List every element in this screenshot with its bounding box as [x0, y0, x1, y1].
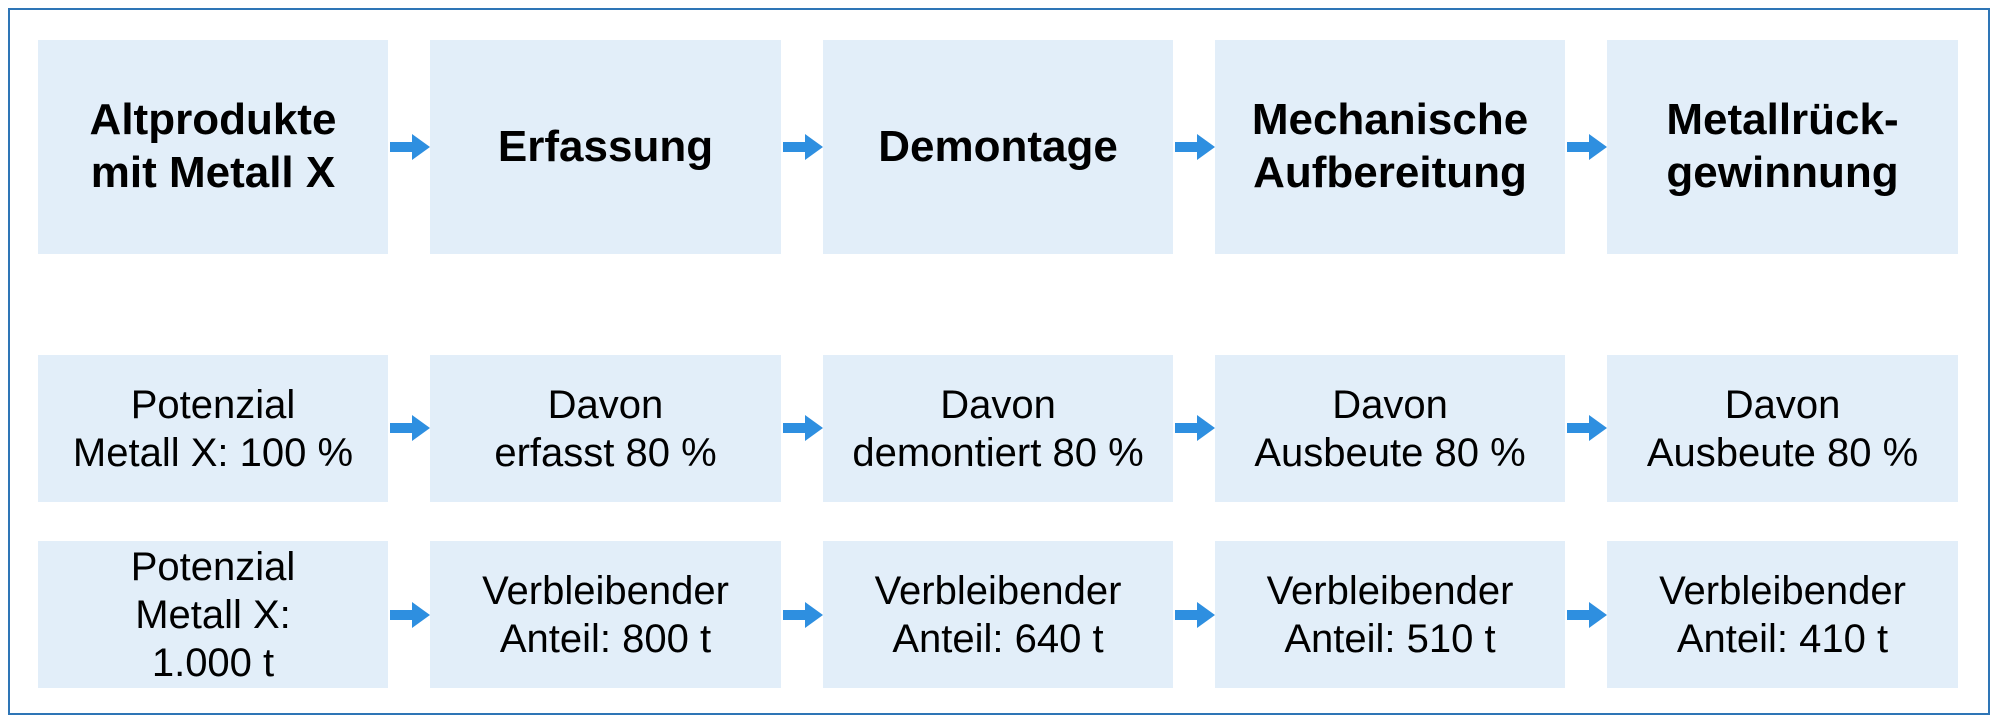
arrow-right-icon: [1565, 413, 1609, 443]
arrow-right-icon: [1173, 132, 1217, 162]
percent-ausbeute-rueckgewinnung: Davon Ausbeute 80 %: [1607, 355, 1958, 502]
percent-demontiert: Davon demontiert 80 %: [823, 355, 1173, 502]
amount-aufbereitung: Verbleibender Anteil: 510 t: [1215, 541, 1565, 688]
step-mechanische-aufbereitung: Mechanische Aufbereitung: [1215, 40, 1565, 254]
amount-erfassung: Verbleibender Anteil: 800 t: [430, 541, 781, 688]
arrow-right-icon: [1565, 600, 1609, 630]
arrow-right-icon: [1173, 413, 1217, 443]
arrow-right-icon: [388, 413, 432, 443]
arrow-right-icon: [781, 132, 825, 162]
percent-ausbeute-aufbereitung: Davon Ausbeute 80 %: [1215, 355, 1565, 502]
step-altprodukte: Altprodukte mit Metall X: [38, 40, 388, 254]
amount-potenzial: Potenzial Metall X: 1.000 t: [38, 541, 388, 688]
step-demontage: Demontage: [823, 40, 1173, 254]
step-metallrueckgewinnung: Metallrück- gewinnung: [1607, 40, 1958, 254]
step-erfassung: Erfassung: [430, 40, 781, 254]
percent-potenzial: Potenzial Metall X: 100 %: [38, 355, 388, 502]
arrow-right-icon: [1565, 132, 1609, 162]
arrow-right-icon: [388, 132, 432, 162]
arrow-right-icon: [781, 600, 825, 630]
amount-rueckgewinnung: Verbleibender Anteil: 410 t: [1607, 541, 1958, 688]
arrow-right-icon: [781, 413, 825, 443]
percent-erfasst: Davon erfasst 80 %: [430, 355, 781, 502]
arrow-right-icon: [1173, 600, 1217, 630]
amount-demontage: Verbleibender Anteil: 640 t: [823, 541, 1173, 688]
diagram-frame: [8, 8, 1990, 715]
arrow-right-icon: [388, 600, 432, 630]
